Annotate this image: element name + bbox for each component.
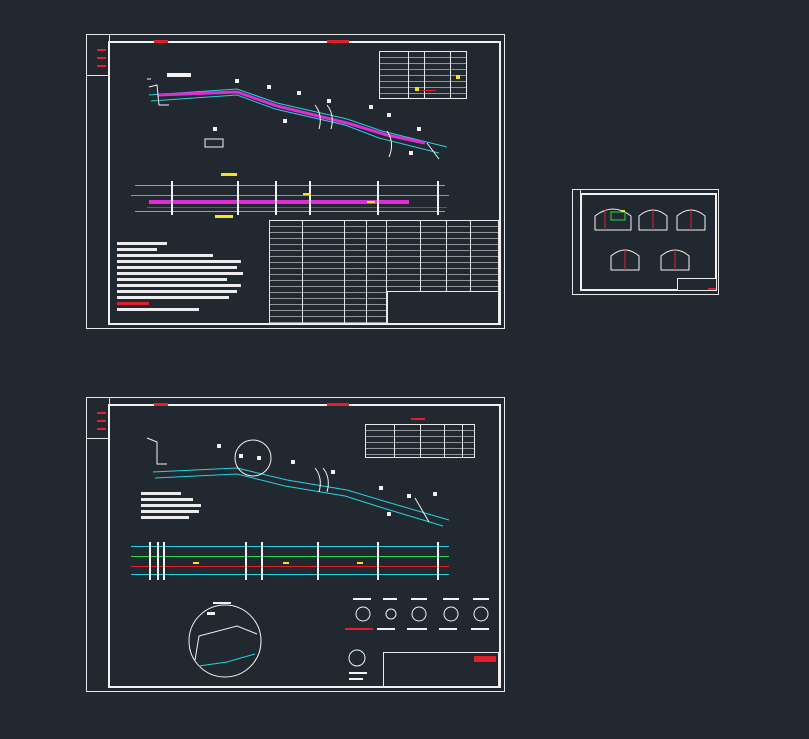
- sheet-3-plan-tag: [193, 562, 199, 564]
- sheet-3-plan-station: [377, 542, 379, 580]
- sheet-1-note-line: [117, 308, 199, 311]
- sheet-1-note-line-red: [117, 302, 149, 305]
- sheet-1-plan-tag: [221, 173, 237, 176]
- sheet-3-pipeline-drawing: [146, 437, 450, 678]
- drawing-sheet-1[interactable]: [86, 34, 505, 329]
- sheet-3-plan-tag: [357, 562, 363, 564]
- sheet-1-note-line: [117, 260, 241, 263]
- sheet-1-note-line: [117, 242, 167, 245]
- sheet-1-plan-station: [437, 181, 439, 215]
- sheet-1-plan-station: [309, 181, 311, 215]
- sheet-3-symbol-legend: [213, 598, 489, 680]
- sheet-3-plan-axis: [131, 556, 449, 557]
- sheet-1-pipeline-drawing: [147, 73, 448, 160]
- sheet-1-plan-station: [377, 181, 379, 215]
- sheet-3-legend-header: [411, 418, 425, 420]
- sheet-1-plan-station: [275, 181, 277, 215]
- sheet-1-legend-highlight: [456, 75, 460, 79]
- sheet-3-plan-station: [261, 542, 263, 580]
- drawing-sheet-3[interactable]: [86, 397, 505, 692]
- sheet-2-inner-border: [580, 193, 717, 291]
- sheet-1-strip-mark: [97, 49, 106, 51]
- sheet-1-legend-red-row: [422, 90, 436, 91]
- sheet-3-strip-mark: [97, 428, 106, 430]
- sheet-1-note-line: [117, 272, 243, 275]
- sheet-3-plan-station: [157, 542, 159, 580]
- sheet-1-note-line: [117, 278, 227, 281]
- sheet-1-note-line: [117, 254, 213, 257]
- sheet-3-strip-mark: [97, 412, 106, 414]
- sheet-3-plan-tag: [283, 562, 289, 564]
- sheet-1-plan-guide: [135, 185, 445, 186]
- sheet-3-note-line: [141, 510, 199, 513]
- sheet-1-inner-border: [108, 41, 501, 325]
- sheet-3-plan-station: [149, 542, 151, 580]
- sheet-1-plan-tag: [303, 193, 311, 195]
- sheet-1-title-block[interactable]: [387, 291, 499, 324]
- sheet-3-note-line: [141, 498, 193, 501]
- sheet-1-plan-station: [237, 181, 239, 215]
- sheet-3-legend-table: [365, 424, 475, 458]
- sheet-3-plan-guide: [131, 574, 449, 575]
- sheet-3-note-line: [141, 492, 181, 495]
- sheet-1-top-mark-right: [327, 40, 349, 43]
- sheet-3-note-line: [141, 516, 189, 519]
- sheet-3-inner-border: [108, 404, 501, 688]
- sheet-3-plan-station: [163, 542, 165, 580]
- sheet-1-top-mark-left: [154, 40, 168, 43]
- sheet-2-binding-strip: [573, 190, 581, 210]
- sheet-1-note-line: [117, 248, 157, 251]
- sheet-1-plan-station: [171, 181, 173, 215]
- sheet-1-plan-route: [149, 200, 409, 204]
- sheet-1-plan-guide: [135, 211, 445, 212]
- sheet-1-plan-tag: [367, 201, 375, 203]
- sheet-3-title-block[interactable]: [383, 652, 499, 687]
- sheet-3-symbol-legend-red: [345, 628, 373, 630]
- sheet-1-note-line: [117, 290, 237, 293]
- sheet-1-legend-highlight: [415, 87, 419, 91]
- sheet-1-note-line: [117, 266, 237, 269]
- sheet-1-note-line: [117, 284, 241, 287]
- sheet-1-note-line: [117, 296, 229, 299]
- sheet-1-plan-tag: [215, 215, 233, 218]
- sheet-3-note-line: [141, 504, 201, 507]
- sheet-1-plan-centerline: [147, 207, 447, 208]
- sheet-2-cross-sections: [594, 208, 706, 271]
- sheet-1-strip-mark: [97, 65, 106, 67]
- sheet-3-plan-station: [245, 542, 247, 580]
- sheet-1-strip-mark: [97, 57, 106, 59]
- sheet-3-plan-station: [437, 542, 439, 580]
- sheet-3-plan-centerline: [131, 566, 449, 567]
- sheet-3-top-mark-left: [154, 403, 168, 406]
- sheet-2-title-block[interactable]: [677, 278, 717, 291]
- sheet-3-plan-station: [317, 542, 319, 580]
- drawing-sheet-2[interactable]: [572, 189, 719, 295]
- sheet-3-top-mark-right: [327, 403, 349, 406]
- sheet-1-legend-table: [379, 51, 467, 99]
- sheet-3-plan-guide: [131, 546, 449, 547]
- sheet-1-plan-axis: [131, 195, 449, 196]
- sheet-3-strip-mark: [97, 420, 106, 422]
